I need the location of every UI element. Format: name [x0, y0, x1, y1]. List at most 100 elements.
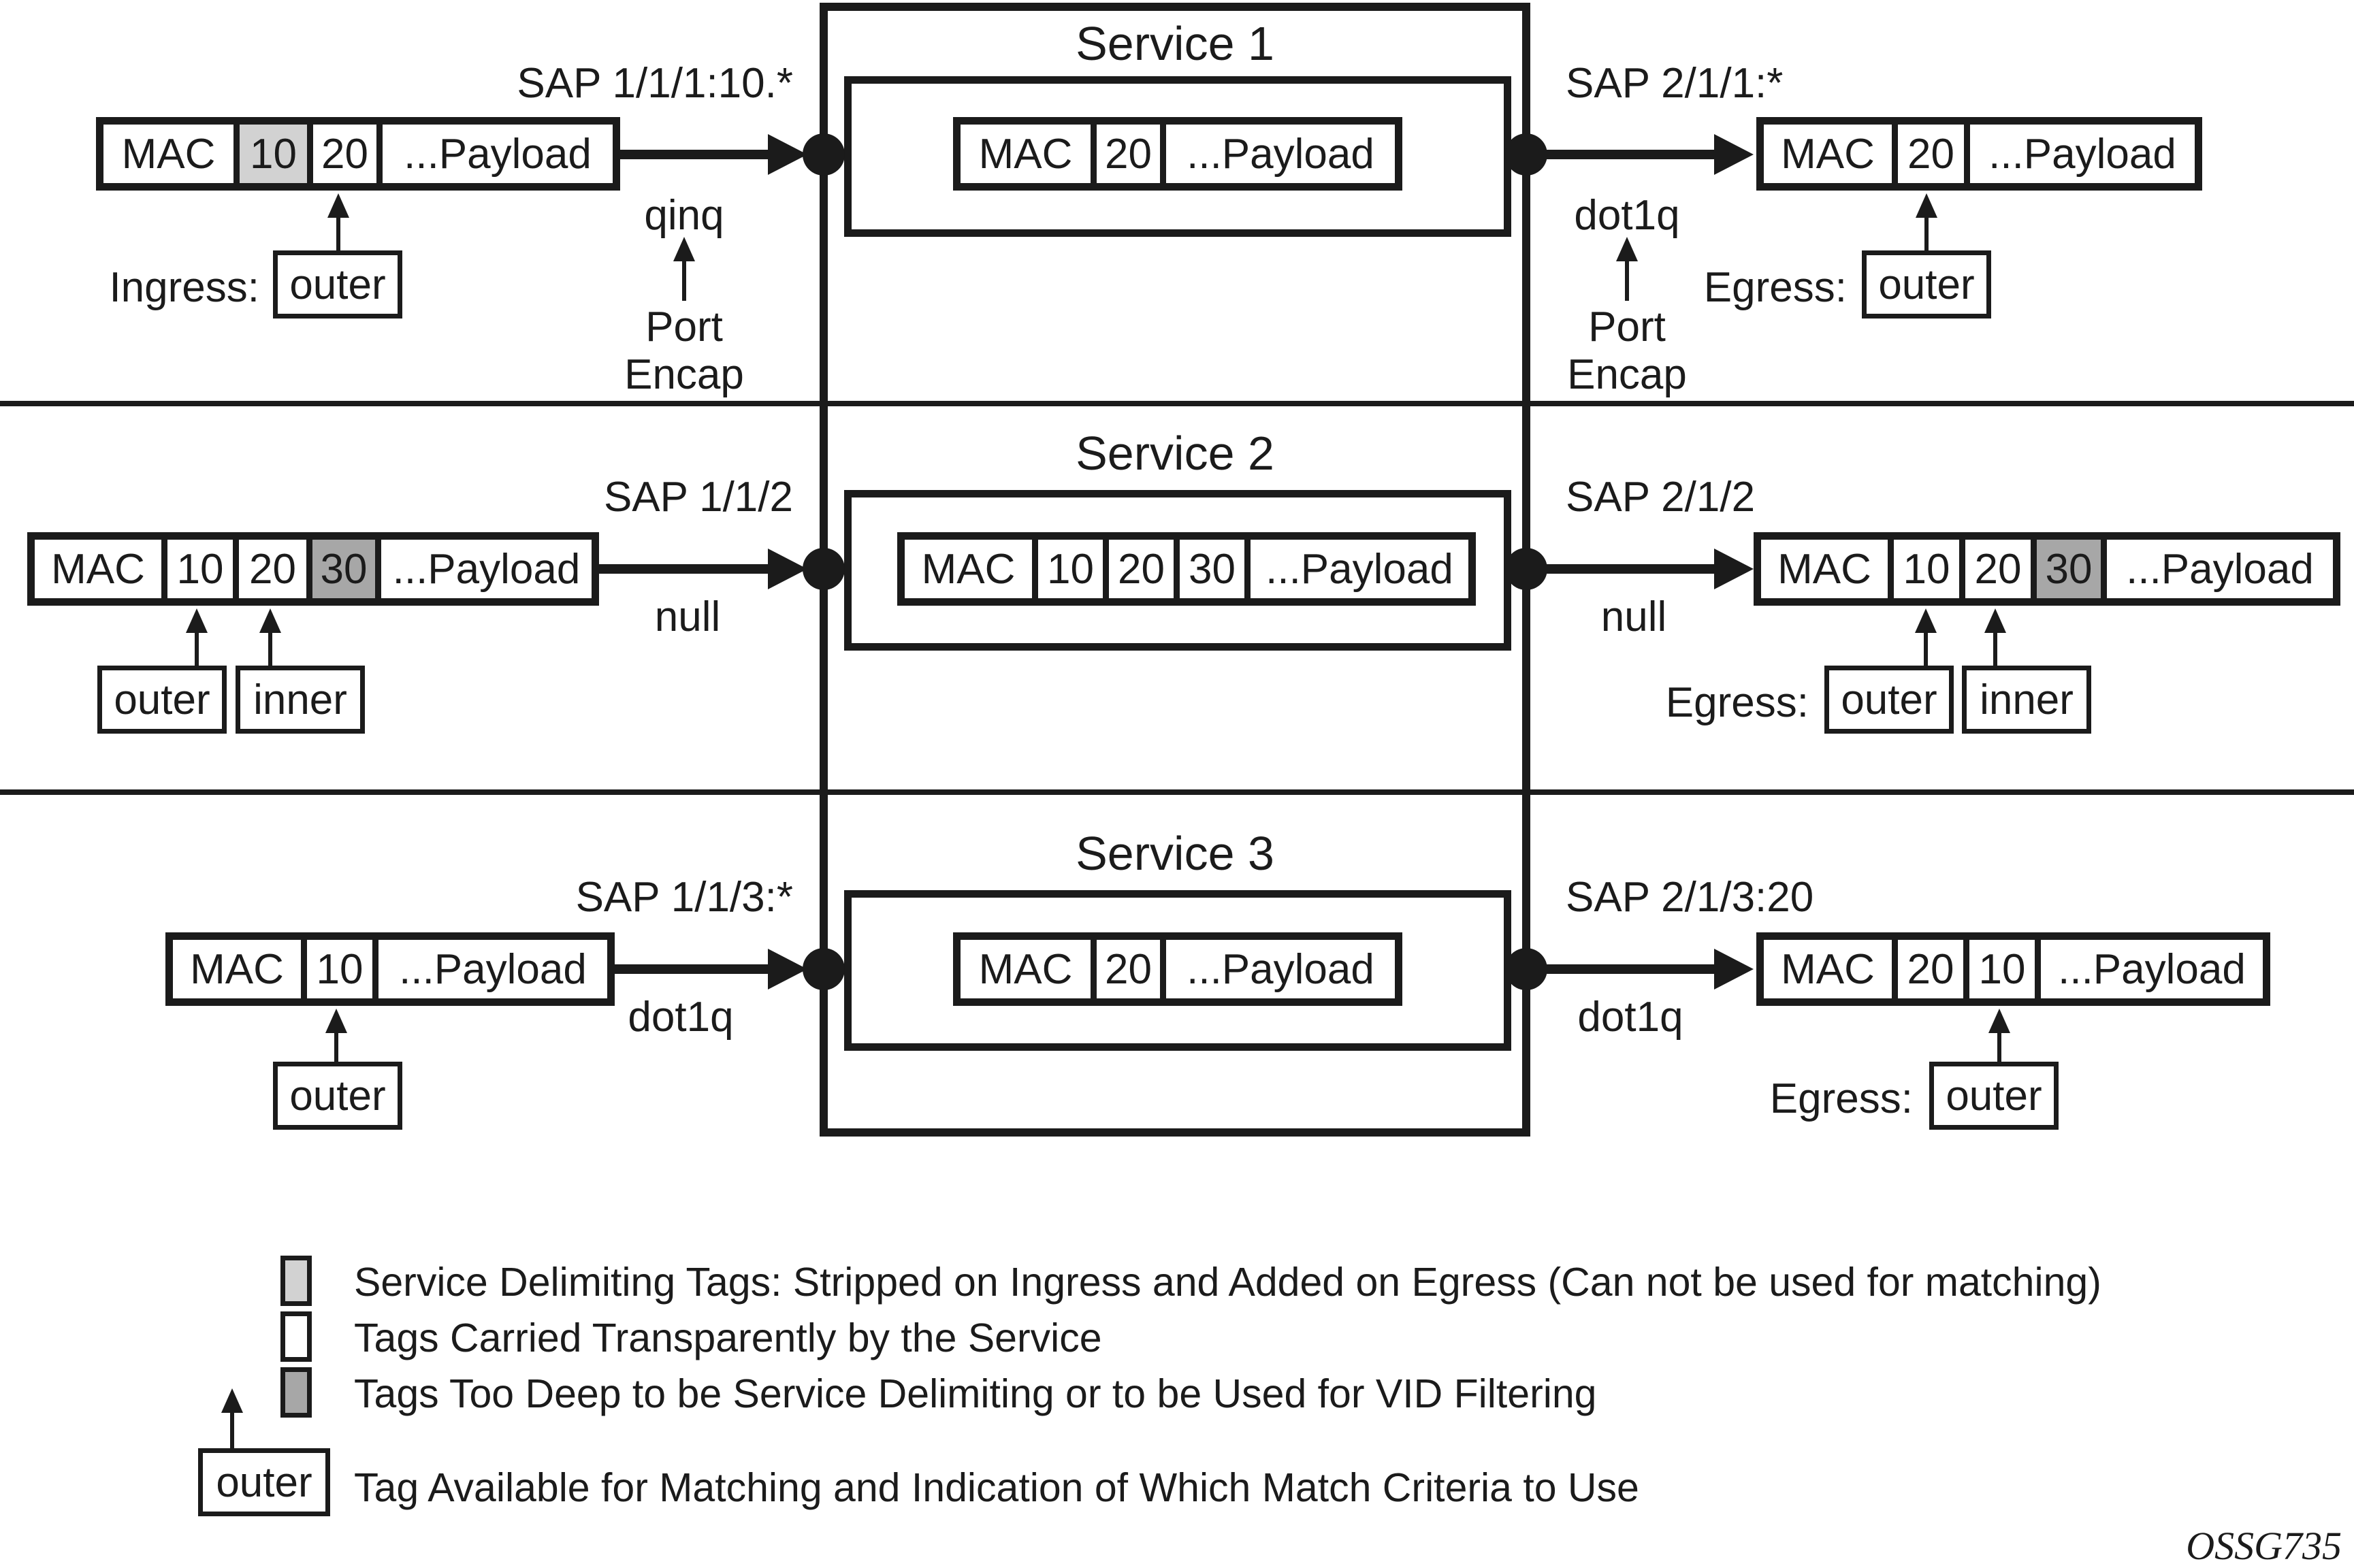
match-arrow-line [1997, 1030, 2001, 1062]
service-frame-service2: MAC 10 20 30 ...Payload [897, 532, 1476, 606]
arrow-up-icon [673, 237, 695, 261]
egress-frame-service1: MAC 20 ...Payload [1756, 117, 2202, 191]
port-encap-label: Port [1588, 304, 1666, 350]
legend-match-box-outer: outer [198, 1448, 330, 1516]
frame-cell-mac: MAC [961, 125, 1097, 183]
ingress-frame-service2: MAC 10 20 30 ...Payload [27, 532, 599, 606]
service-1-title: Service 1 [1076, 17, 1274, 70]
encap-label-dot1q: dot1q [1577, 994, 1683, 1041]
legend-text: Tags Too Deep to be Service Delimiting o… [354, 1371, 1597, 1416]
match-arrow-line [268, 630, 272, 666]
frame-cell-tag20: 20 [1898, 940, 1969, 998]
service-2-title: Service 2 [1076, 427, 1274, 480]
frame-cell-tag20: 20 [239, 540, 312, 598]
arrow-up-icon [1988, 1009, 2010, 1033]
frame-cell-tag20: 20 [1898, 125, 1970, 183]
match-criteria-box-inner: inner [1962, 666, 2091, 734]
row-divider-line [0, 789, 2354, 795]
sap-label-egress-s3: SAP 2/1/3:20 [1566, 874, 1814, 921]
service-frame-service1: MAC 20 ...Payload [953, 117, 1402, 191]
match-arrow-line [1993, 630, 1997, 666]
match-criteria-box-inner: inner [236, 666, 365, 734]
encap-label-dot1q: dot1q [628, 994, 734, 1041]
sap-label-ingress-s1: SAP 1/1/1:10.* [517, 60, 793, 107]
frame-cell-payload: ...Payload [2107, 540, 2333, 598]
egress-arrow-line [1530, 964, 1715, 974]
frame-cell-tag20: 20 [313, 125, 383, 183]
sap-connection-dot [803, 133, 845, 176]
legend-swatch-transparent [280, 1311, 312, 1362]
arrow-up-icon [1984, 608, 2006, 633]
egress-arrow-line [1530, 150, 1715, 159]
ingress-label: Ingress: [109, 264, 259, 311]
frame-cell-tag10: 10 [167, 540, 239, 598]
figure-id: OSSG735 [2186, 1524, 2342, 1568]
arrow-right-icon [1714, 949, 1754, 990]
arrow-up-icon [1915, 608, 1937, 633]
sap-connection-dot [803, 948, 845, 990]
frame-cell-payload: ...Payload [378, 940, 607, 998]
match-criteria-box-outer: outer [273, 250, 402, 318]
frame-cell-mac: MAC [905, 540, 1038, 598]
match-criteria-box-outer: outer [1862, 250, 1991, 318]
match-arrow-line [334, 1030, 338, 1062]
frame-cell-payload: ...Payload [1970, 125, 2195, 183]
match-arrow-line [1924, 215, 1929, 250]
frame-cell-payload: ...Payload [381, 540, 592, 598]
legend-text: Tags Carried Transparently by the Servic… [354, 1316, 1102, 1360]
match-criteria-box-outer: outer [273, 1062, 402, 1130]
match-criteria-box-outer: outer [97, 666, 227, 734]
frame-cell-tag20: 20 [1097, 125, 1166, 183]
match-arrow-line [195, 630, 199, 666]
sap-label-egress-s2: SAP 2/1/2 [1566, 474, 1756, 521]
frame-cell-tag10: 10 [1969, 940, 2041, 998]
encap-label-null: null [654, 593, 721, 640]
arrow-up-icon [1616, 237, 1638, 261]
ingress-frame-service3: MAC 10 ...Payload [165, 932, 615, 1006]
egress-label: Egress: [1665, 679, 1809, 726]
frame-cell-mac: MAC [1764, 940, 1898, 998]
frame-cell-tag30: 30 [312, 540, 381, 598]
frame-cell-mac: MAC [173, 940, 307, 998]
frame-cell-mac: MAC [35, 540, 167, 598]
arrow-up-icon [186, 608, 208, 633]
arrow-up-icon [325, 1009, 347, 1033]
encap-label-null: null [1600, 593, 1667, 640]
frame-cell-mac: MAC [961, 940, 1097, 998]
sap-connection-dot [803, 548, 845, 590]
frame-cell-tag10: 10 [1038, 540, 1109, 598]
encap-label-qinq: qinq [644, 192, 724, 239]
frame-cell-tag10: 10 [1894, 540, 1965, 598]
arrow-right-icon [768, 549, 807, 589]
ingress-arrow-line [599, 564, 769, 574]
frame-cell-mac: MAC [1761, 540, 1894, 598]
egress-arrow-line [1530, 564, 1715, 574]
sap-label-ingress-s2: SAP 1/1/2 [603, 474, 793, 521]
frame-cell-tag20: 20 [1109, 540, 1180, 598]
frame-cell-tag20: 20 [1965, 540, 2037, 598]
frame-cell-tag10: 10 [307, 940, 378, 998]
frame-cell-payload: ...Payload [1166, 125, 1395, 183]
port-encap-label: Port [645, 304, 723, 350]
frame-cell-mac: MAC [1764, 125, 1898, 183]
port-encap-arrow-line [682, 259, 686, 301]
match-criteria-box-outer: outer [1824, 666, 1954, 734]
arrow-up-icon [221, 1388, 243, 1413]
arrow-up-icon [259, 608, 281, 633]
legend-swatch-too-deep [280, 1367, 312, 1418]
arrow-up-icon [1916, 193, 1937, 218]
frame-cell-payload: ...Payload [2041, 940, 2263, 998]
arrow-right-icon [1714, 549, 1754, 589]
row-divider-line [0, 401, 2354, 406]
frame-cell-mac: MAC [103, 125, 240, 183]
arrow-right-icon [1714, 134, 1754, 175]
encap-label-dot1q: dot1q [1574, 192, 1680, 239]
ingress-arrow-line [615, 964, 769, 974]
port-encap-arrow-line [1625, 259, 1629, 301]
ingress-arrow-line [620, 150, 769, 159]
egress-frame-service3: MAC 20 10 ...Payload [1756, 932, 2270, 1006]
legend-match-arrow-line [230, 1410, 234, 1448]
match-arrow-line [1924, 630, 1928, 666]
frame-cell-tag30: 30 [1180, 540, 1251, 598]
